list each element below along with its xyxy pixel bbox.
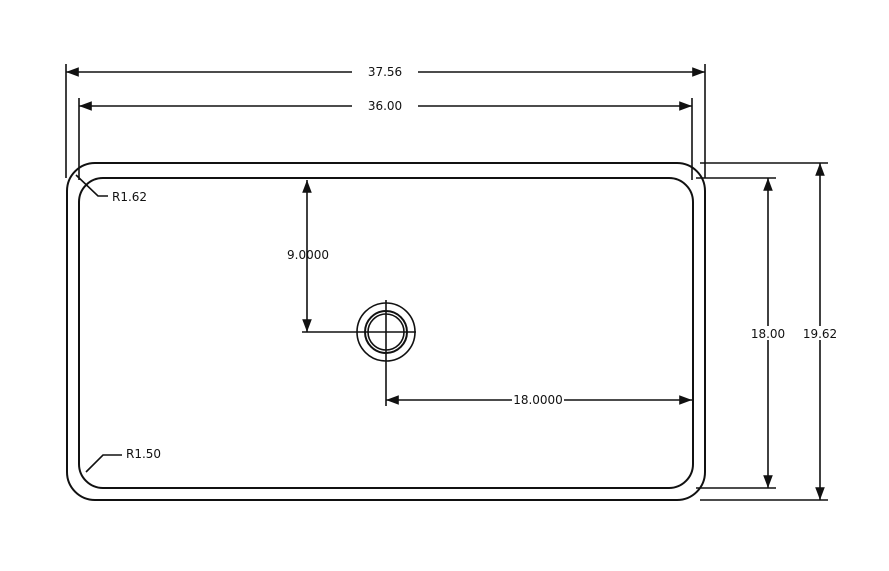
outer-radius-label: R1.62 (112, 190, 147, 204)
drain-from-right-label: 18.0000 (513, 393, 563, 407)
overall-width-label: 37.56 (368, 65, 402, 79)
inner-height-label: 18.00 (751, 327, 785, 341)
dimension-drain-from-top: 9.0000 (287, 180, 416, 364)
dimension-drain-from-right: 18.0000 (385, 364, 692, 407)
overall-height-label: 19.62 (803, 327, 837, 341)
callout-outer-radius: R1.62 (75, 174, 147, 204)
dimension-inner-width: 36.00 (78, 98, 693, 180)
inner-sink-outline (78, 177, 694, 489)
dimension-inner-height: 18.00 (696, 177, 786, 489)
callout-inner-radius: R1.50 (85, 447, 161, 473)
drain-from-top-label: 9.0000 (287, 248, 329, 262)
dimension-overall-width: 37.56 (65, 64, 706, 178)
outer-sink-outline (66, 162, 706, 501)
inner-width-label: 36.00 (368, 99, 402, 113)
inner-radius-label: R1.50 (126, 447, 161, 461)
dimension-overall-height: 19.62 (700, 162, 840, 501)
